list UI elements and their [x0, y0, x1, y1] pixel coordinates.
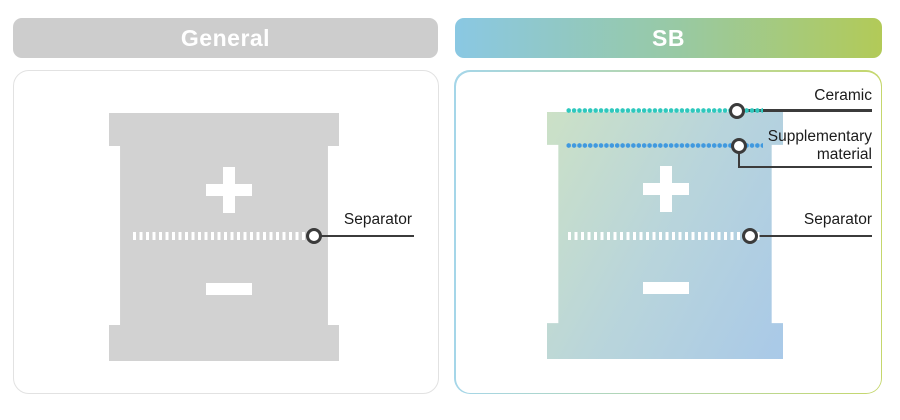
callout-label-supplementary-line1: Supplementary — [767, 128, 872, 145]
header-general-label: General — [180, 24, 271, 51]
callout-line-ceramic — [737, 109, 872, 112]
panel-sb: Ceramic Supplementary material Separator — [454, 70, 882, 394]
callout-elbow-supplementary — [737, 151, 741, 168]
callout-marker-supplementary — [731, 137, 747, 154]
callout-label-supplementary: Supplementary material — [768, 128, 872, 164]
supplementary-dotted-line — [566, 143, 763, 148]
callout-label-ceramic: Ceramic — [814, 87, 872, 104]
callout-label-supplementary-line2: material — [816, 146, 872, 163]
panel-general: Separator — [13, 70, 439, 394]
callout-label-separator: Separator — [343, 211, 412, 228]
header-sb: SB — [455, 18, 882, 58]
separator-dotted-line — [133, 232, 308, 240]
callout-label-separator: Separator — [803, 211, 872, 228]
separator-dotted-line — [568, 232, 762, 240]
positive-terminal-icon — [206, 167, 252, 213]
callout-marker-separator — [742, 228, 758, 244]
negative-terminal-icon — [206, 283, 252, 295]
ceramic-dotted-line — [566, 108, 763, 113]
header-general: General — [13, 18, 438, 58]
callout-line-supplementary — [737, 165, 872, 169]
negative-terminal-icon — [643, 282, 689, 294]
positive-terminal-icon — [643, 166, 689, 212]
callout-marker-separator — [306, 228, 322, 244]
header-sb-label: SB — [652, 24, 685, 51]
callout-marker-ceramic — [729, 102, 745, 119]
callout-line-separator — [319, 234, 414, 238]
callout-line-separator — [754, 234, 872, 238]
